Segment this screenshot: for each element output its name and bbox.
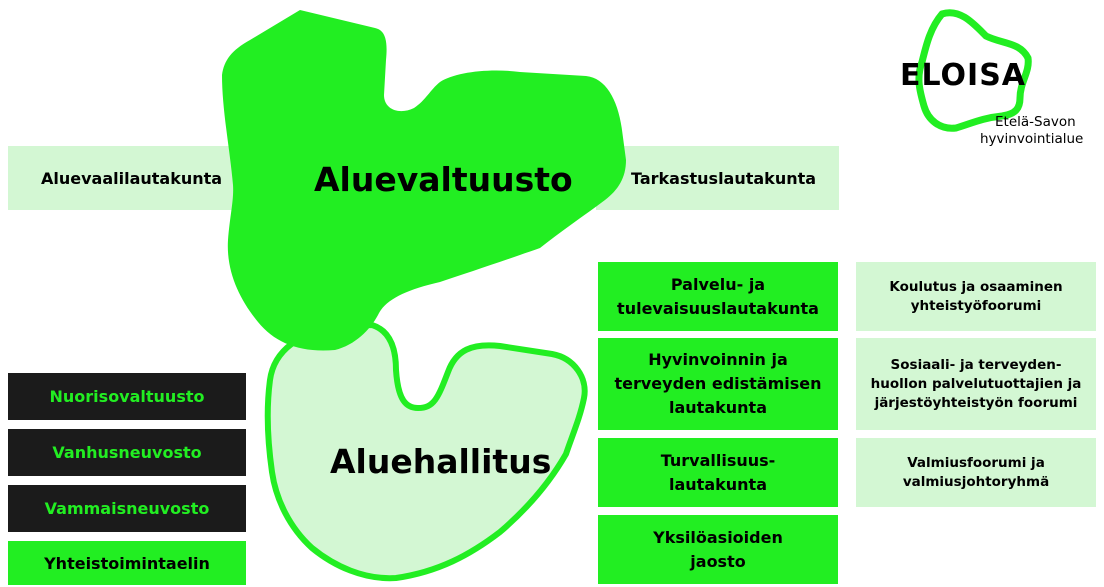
aluehallitus-title: Aluehallitus [330, 442, 552, 481]
aluevaltuusto-title: Aluevaltuusto [314, 160, 573, 199]
committee-turvallisuus-box: Turvallisuus- lautakunta [598, 438, 838, 507]
forum-sosiaali-line3: järjestöyhteistyön foorumi [874, 394, 1078, 411]
committee-hyvinvointi-line3: lautakunta [669, 398, 767, 417]
yhteistoimintaelin-box: Yhteistoimintaelin [8, 541, 246, 585]
eloisa-logo-name: ELOISA [900, 58, 1027, 93]
committee-hyvinvointi-line2: terveyden edistämisen [614, 374, 822, 393]
forum-sosiaali-box: Sosiaali- ja terveyden- huollon palvelut… [856, 338, 1096, 430]
committee-turvallisuus-line1: Turvallisuus- [660, 450, 776, 470]
nuorisovaltuusto-label: Nuorisovaltuusto [49, 387, 205, 406]
vanhusneuvosto-box: Vanhusneuvosto [8, 429, 246, 476]
tarkastuslautakunta-box: Tarkastuslautakunta [596, 146, 839, 210]
forum-koulutus-line1: Koulutus ja osaaminen [889, 278, 1063, 295]
eloisa-logo-subtitle-2: hyvinvointialue [980, 131, 1084, 147]
committee-turvallisuus-line2: lautakunta [669, 474, 767, 494]
committee-hyvinvointi-line1: Hyvinvoinnin ja [648, 350, 788, 369]
yhteistoimintaelin-label: Yhteistoimintaelin [44, 553, 210, 573]
forum-valmius-box: Valmiusfoorumi ja valmiusjohtoryhmä [856, 438, 1096, 507]
nuorisovaltuusto-box: Nuorisovaltuusto [8, 373, 246, 420]
eloisa-logo-subtitle-1: Etelä-Savon [995, 114, 1076, 130]
committee-palvelu-line2: tulevaisuuslautakunta [617, 298, 819, 318]
committee-palvelu-box: Palvelu- ja tulevaisuuslautakunta [598, 262, 838, 331]
committee-hyvinvointi-box: Hyvinvoinnin ja terveyden edistämisen la… [598, 338, 838, 430]
committee-yksilo-line1: Yksilöasioiden [653, 527, 783, 547]
aluehallitus-shape [264, 322, 588, 582]
eloisa-logo: ELOISA Etelä-Savon hyvinvointialue [870, 2, 1104, 172]
vanhusneuvosto-label: Vanhusneuvosto [52, 443, 202, 462]
forum-valmius-line1: Valmiusfoorumi ja [907, 454, 1045, 471]
forum-koulutus-box: Koulutus ja osaaminen yhteistyöfoorumi [856, 262, 1096, 331]
committee-yksilo-box: Yksilöasioiden jaosto [598, 515, 838, 584]
forum-sosiaali-line1: Sosiaali- ja terveyden- [890, 356, 1062, 373]
vammaisneuvosto-box: Vammaisneuvosto [8, 485, 246, 532]
forum-koulutus-line2: yhteistyöfoorumi [910, 297, 1042, 314]
forum-sosiaali-line2: huollon palvelutuottajien ja [870, 375, 1082, 392]
committee-palvelu-line1: Palvelu- ja [670, 274, 766, 294]
aluevaalilautakunta-label: Aluevaalilautakunta [41, 168, 223, 188]
forum-valmius-line2: valmiusjohtoryhmä [902, 473, 1050, 490]
committee-yksilo-line2: jaosto [690, 551, 746, 571]
vammaisneuvosto-label: Vammaisneuvosto [44, 499, 210, 518]
eloisa-logo-mark [915, 9, 1032, 132]
tarkastuslautakunta-label: Tarkastuslautakunta [631, 168, 817, 188]
aluevaltuusto-shape [222, 10, 626, 351]
